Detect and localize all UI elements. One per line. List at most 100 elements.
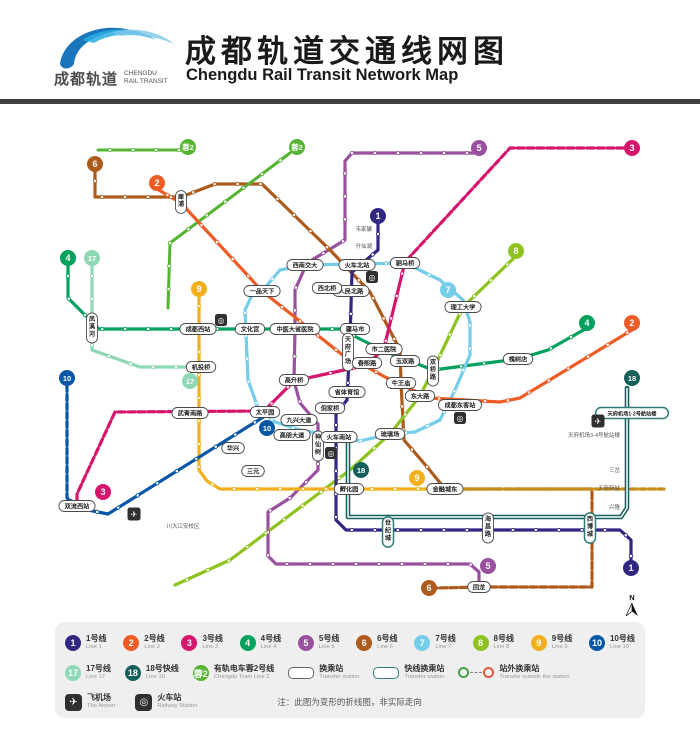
line-2 [155, 187, 634, 404]
page-subtitle: Chengdu Rail Transit Network Map [186, 66, 459, 84]
station-tick [176, 147, 182, 153]
station-capsule [269, 323, 321, 335]
page-title: 成都轨道交通线网图 [185, 34, 509, 69]
station-tick [389, 316, 394, 321]
station-tick [400, 404, 405, 409]
legend-label-en: Line 18 [145, 674, 165, 681]
line-number-badge [471, 140, 487, 156]
station-capsule [365, 343, 403, 355]
station-label: 三元 [247, 468, 260, 475]
station-tick [89, 273, 95, 279]
station-tick [167, 240, 173, 246]
station-label: 火车北站 [345, 261, 371, 269]
station-tick [194, 456, 199, 462]
station-capsule [426, 483, 464, 495]
line-number-badge [259, 420, 275, 436]
station-tick [375, 231, 381, 237]
station-tick [369, 486, 375, 492]
station-label: 琉璃场 [381, 430, 400, 438]
station-tick [263, 531, 268, 536]
station-tick [278, 158, 283, 163]
station-capsule [179, 323, 217, 335]
line-number-badge [95, 484, 111, 500]
station-tick [223, 199, 228, 204]
station-label: 世纪城 [385, 519, 392, 542]
station-capsule [286, 259, 324, 271]
station-capsule [280, 414, 318, 426]
station-tick [324, 244, 330, 250]
airport-icon [591, 414, 605, 428]
line-18-inner [347, 388, 628, 518]
station-tick [212, 181, 217, 187]
station-tick [372, 446, 377, 451]
station-tick [418, 150, 424, 156]
station-tick [292, 308, 298, 313]
line-number-label: 8 [513, 246, 518, 256]
svg-text:◎: ◎ [328, 449, 335, 458]
station-label: 西北桥 [318, 284, 337, 292]
station-tick [285, 385, 290, 390]
station-tick [441, 527, 447, 533]
legend-label-en: Line 2 [144, 644, 161, 651]
station-tick [372, 527, 378, 533]
svg-text:◎: ◎ [218, 316, 225, 325]
station-tick [579, 527, 585, 533]
station-label: 东大路 [411, 392, 430, 400]
line-number-label: 18 [628, 374, 636, 383]
station-tick [123, 326, 128, 332]
station-label: 孵化园 [340, 485, 359, 493]
station-tick [548, 346, 554, 351]
line-number-badge [579, 315, 595, 331]
legend-label-cn: 2号线 [144, 634, 165, 644]
station-capsule [374, 428, 406, 440]
station-tick [526, 390, 532, 395]
legend-line-badge: 1 [65, 635, 81, 651]
line-number-label: 18 [357, 466, 365, 475]
station-tick [349, 150, 355, 156]
station-capsule [444, 301, 482, 313]
station-tick [279, 304, 285, 310]
legend-label-cn: 5号线 [318, 634, 340, 644]
line-17 [90, 262, 198, 369]
station-capsule [381, 516, 395, 548]
station-capsule [243, 285, 281, 297]
station-tick [246, 273, 251, 279]
line-6-south [434, 487, 594, 590]
station-tick [481, 361, 487, 366]
train-icon: ◎ [135, 693, 153, 711]
map-note: 注：此图为变形的折线图，非实际走向 [277, 697, 422, 707]
minor-station-label: 川大江安校区 [166, 522, 200, 530]
minor-station-label: 升仙湖 [355, 242, 372, 250]
station-tick [436, 396, 442, 401]
station-tick [424, 464, 430, 470]
station-tick [190, 190, 196, 195]
station-tick [381, 316, 386, 321]
line-number-label: 9 [196, 284, 201, 294]
station-tick [196, 441, 202, 447]
station-capsule [351, 357, 383, 369]
station-label: 高升桥 [285, 376, 304, 384]
station-capsule [175, 190, 187, 214]
line-number-badge [59, 370, 75, 386]
legend-label-en: Line 9 [551, 644, 568, 651]
legend-line-badge: 9 [530, 635, 547, 651]
station-label: 太平园 [256, 408, 275, 416]
legend-line-badge: 2 [123, 635, 140, 651]
station-capsule [249, 406, 281, 418]
logo-swoosh-icon [60, 27, 174, 69]
station-tick [400, 271, 405, 276]
line-number-badge [180, 139, 196, 155]
station-tick [95, 509, 100, 515]
outside-transfer-icon [458, 667, 495, 679]
station-tick [287, 496, 292, 501]
station-capsule [594, 406, 670, 420]
legend-label-cn: 18号快线 [145, 664, 179, 674]
station-label: 春熙路 [357, 359, 377, 367]
station-tick [403, 412, 408, 417]
station-tick [252, 420, 257, 425]
station-tick [533, 527, 539, 533]
